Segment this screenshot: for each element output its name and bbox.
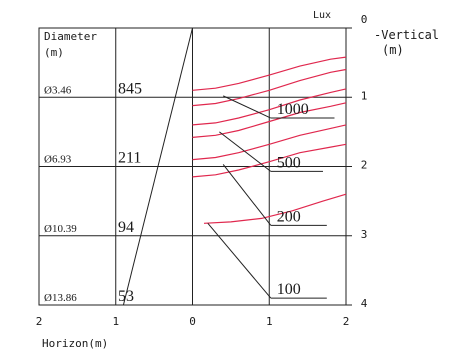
callout-leader — [219, 131, 272, 172]
diameter-value: Ø10.39 — [44, 223, 77, 235]
y-tick-label: 0 — [361, 13, 368, 26]
x-tick-label: 1 — [266, 315, 273, 328]
isolux-curve — [192, 143, 347, 178]
x-tick-label: 1 — [112, 315, 119, 328]
axis-ticks: 2 1 0 1 2 0 1 2 3 4 — [36, 13, 368, 328]
y-tick-label: 3 — [361, 228, 368, 241]
vertical-axis-label: -Vertical (m) — [374, 28, 446, 57]
isolux-curve — [192, 102, 347, 138]
x-tick-label: 2 — [36, 315, 43, 328]
isolux-curve — [192, 56, 347, 91]
isolux-curve — [203, 193, 347, 224]
lux-value: 211 — [118, 150, 141, 167]
diameter-header-line2: (m) — [44, 46, 64, 59]
isolux-curve — [192, 68, 347, 107]
lux-value: 845 — [118, 80, 142, 97]
x-tick-label: 0 — [189, 315, 196, 328]
beam-edge-line — [122, 27, 193, 306]
isolux-curve — [192, 88, 347, 126]
callout-label: 200 — [277, 208, 301, 225]
vertical-axis-label-line1: -Vertical — [374, 28, 439, 42]
isolux-curve — [192, 124, 347, 161]
vertical-axis-label-line2: (m) — [382, 43, 404, 57]
callout-leader — [207, 222, 272, 299]
lux-callouts: 1000 500 200 100 — [207, 95, 335, 299]
callout-leader — [222, 95, 271, 119]
callout-label: 1000 — [277, 101, 309, 118]
units-label: Lux — [313, 10, 331, 21]
diameter-header-line1: Diameter — [44, 30, 97, 43]
diameter-value: Ø3.46 — [44, 84, 72, 96]
lux-value: 94 — [118, 219, 134, 236]
callout-label: 100 — [277, 281, 301, 298]
diameter-value: Ø13.86 — [44, 292, 77, 304]
y-tick-label: 2 — [361, 159, 368, 172]
grid — [38, 27, 352, 306]
y-tick-label: 4 — [361, 297, 368, 310]
lux-curves — [192, 56, 347, 224]
horizon-axis-label: Horizon(m) — [42, 337, 108, 350]
diameter-value: Ø6.93 — [44, 154, 72, 166]
x-tick-label: 2 — [343, 315, 350, 328]
callout-leader — [222, 164, 272, 226]
callout-label: 500 — [277, 154, 301, 171]
diameter-header: Diameter (m) — [44, 30, 104, 59]
y-tick-label: 1 — [361, 89, 368, 102]
lux-value: 53 — [118, 288, 134, 305]
